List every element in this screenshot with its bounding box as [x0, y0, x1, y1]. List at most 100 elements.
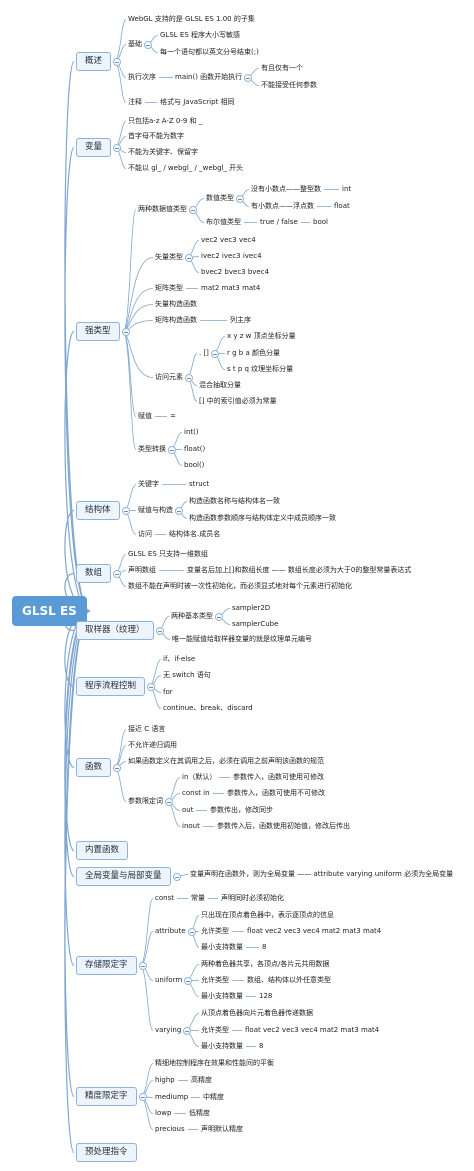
types-bvec: bvec2 bvec3 bvec4 — [201, 268, 270, 276]
types-mat: mat2 mat3 mat4 — [201, 284, 261, 292]
sampler-2d: sampler2D — [232, 604, 271, 612]
branch-storage[interactable]: 存储限定字 — [76, 956, 137, 975]
collapse-toggle-icon[interactable] — [147, 682, 155, 691]
storage-attr-min: 8 — [262, 943, 267, 951]
collapse-toggle-icon[interactable] — [175, 506, 183, 515]
overview-order: 执行次序 — [128, 73, 156, 81]
struct-keyword: 关键字 — [138, 480, 159, 488]
flow-continue: continue、break、discard — [163, 704, 253, 712]
collapse-toggle-icon[interactable] — [173, 872, 181, 881]
struct-member: 结构体名.成员名 — [169, 530, 221, 538]
precision-lowp: lowp — [155, 1109, 172, 1117]
precision-precious-desc: 声明默认精度 — [201, 1125, 243, 1133]
storage-uniform: uniform — [155, 976, 183, 984]
branch-flow[interactable]: 程序流程控制 — [76, 677, 146, 696]
overview-no-params: 不能接受任何参数 — [261, 81, 317, 89]
collapse-toggle-icon[interactable] — [165, 797, 173, 806]
fn-inout: inout — [182, 822, 200, 830]
sampler-two-types: 两种基本类型 — [171, 612, 213, 620]
arrays-init-rule: 数组不能在声明时被一次性初始化，而必须显式地对每个元素进行初始化 — [128, 582, 352, 590]
types-convert: 类型转换 — [138, 445, 166, 453]
collapse-toggle-icon[interactable] — [139, 961, 147, 970]
types-numeric: 数值类型 — [206, 194, 234, 202]
collapse-toggle-icon[interactable] — [113, 569, 121, 578]
struct-access: 访问 — [138, 530, 152, 538]
collapse-toggle-icon[interactable] — [189, 205, 197, 214]
overview-comments-same: 格式与 JavaScript 相同 — [160, 98, 235, 106]
var-rule-4: 不能以 gl_ / webgl_ / _webgl_ 开头 — [128, 164, 244, 172]
storage-const-a: 常量 — [191, 894, 205, 902]
branch-preprocessor[interactable]: 预处理指令 — [76, 1143, 137, 1162]
branch-struct[interactable]: 结构体 — [76, 501, 120, 520]
storage-var-allowed: 允许类型 — [201, 1026, 229, 1034]
types-int-fn: int() — [184, 428, 199, 436]
collapse-toggle-icon[interactable] — [113, 763, 121, 772]
fn-const-in: const in — [182, 789, 210, 797]
collapse-toggle-icon[interactable] — [156, 626, 164, 635]
branch-arrays[interactable]: 数组 — [76, 564, 112, 583]
arrays-declare: 声明数组 — [128, 566, 156, 574]
fn-out-desc: 参数传出，修改同步 — [210, 806, 273, 814]
branch-functions[interactable]: 函数 — [76, 758, 112, 777]
precision-desc: 精细地控制程序在效果和性能间的平衡 — [155, 1059, 274, 1067]
overview-main-fn: main() 函数开始执行 — [175, 73, 243, 81]
collapse-toggle-icon[interactable] — [185, 253, 193, 262]
fn-qualifiers: 参数限定词 — [128, 797, 163, 805]
var-rule-1: 只包括a-z A-Z 0-9 和 _ — [128, 117, 203, 125]
collapse-toggle-icon[interactable] — [188, 927, 196, 936]
collapse-toggle-icon[interactable] — [185, 373, 193, 382]
storage-uni-types: 数组、结构体以外任意类型 — [247, 976, 331, 984]
types-bool-fn: bool() — [184, 461, 205, 469]
branch-builtin[interactable]: 内置函数 — [76, 841, 129, 860]
collapse-toggle-icon[interactable] — [183, 1026, 191, 1035]
overview-only-one: 有且仅有一个 — [261, 64, 303, 72]
collapse-toggle-icon[interactable] — [122, 506, 130, 515]
precision-lowp-desc: 低精度 — [189, 1109, 210, 1117]
collapse-toggle-icon[interactable] — [139, 1092, 147, 1101]
branch-variables[interactable]: 变量 — [76, 138, 112, 157]
var-rule-3: 不能为关键字、保留字 — [128, 148, 198, 156]
collapse-toggle-icon[interactable] — [113, 143, 121, 152]
collapse-toggle-icon[interactable] — [215, 612, 223, 621]
global-desc: 变量声明在函数外，则为全局变量 —— attribute varying uni… — [190, 870, 454, 878]
collapse-toggle-icon[interactable] — [211, 349, 219, 358]
types-swizzle: 混合抽取分量 — [199, 381, 241, 389]
branch-overview[interactable]: 概述 — [76, 52, 112, 71]
types-vec: vec2 vec3 vec4 — [201, 236, 256, 244]
flow-noswitch: 无 switch 语句 — [163, 671, 211, 679]
storage-attr-min-label: 最小支持数量 — [201, 943, 243, 951]
collapse-toggle-icon[interactable] — [113, 57, 121, 66]
storage-var-desc: 从顶点着色器向片元着色器传递数据 — [201, 1009, 313, 1017]
precision-highp-desc: 高精度 — [191, 1076, 212, 1084]
storage-uni-allowed: 允许类型 — [201, 976, 229, 984]
types-dot-bracket: . [] — [199, 349, 209, 357]
sampler-cube: samplerCube — [232, 620, 279, 628]
collapse-toggle-icon[interactable] — [236, 194, 244, 203]
storage-uni-desc: 两种着色器共享，各顶点/各片元共用数据 — [201, 960, 330, 968]
storage-attr-allowed: 允许类型 — [201, 927, 229, 935]
storage-uni-min: 128 — [259, 992, 273, 1000]
branch-types[interactable]: 强类型 — [76, 322, 120, 341]
collapse-toggle-icon[interactable] — [168, 445, 176, 454]
flow-ifelse: if、if-else — [163, 655, 196, 663]
arrays-one-dim: GLSL ES 只支持一维数组 — [128, 550, 208, 558]
collapse-toggle-icon[interactable] — [122, 327, 130, 336]
types-has-dot: 有小数点——浮点数 — [251, 202, 314, 210]
branch-precision[interactable]: 精度限定字 — [76, 1087, 137, 1106]
storage-var-min-label: 最小支持数量 — [201, 1042, 243, 1050]
types-eq: = — [170, 412, 176, 420]
root-node[interactable]: GLSL ES — [12, 596, 87, 626]
branch-sampler[interactable]: 取样器（纹理） — [76, 621, 154, 640]
collapse-toggle-icon[interactable] — [244, 73, 252, 82]
types-ivec: ivec2 ivec3 ivec4 — [201, 252, 262, 260]
branch-global[interactable]: 全局变量与局部变量 — [76, 867, 171, 886]
collapse-toggle-icon[interactable] — [144, 40, 152, 49]
precision-highp: highp — [155, 1076, 175, 1084]
collapse-toggle-icon[interactable] — [184, 976, 192, 985]
types-vec-ctor: 矢量构造函数 — [155, 300, 197, 308]
storage-var-min: 8 — [259, 1042, 264, 1050]
storage-attr-types: float vec2 vec3 vec4 mat2 mat3 mat4 — [247, 927, 382, 935]
fn-inout-desc: 参数传入后，函数使用初始值，修改后传出 — [217, 822, 350, 830]
types-rgba: r g b a 颜色分量 — [227, 349, 280, 357]
